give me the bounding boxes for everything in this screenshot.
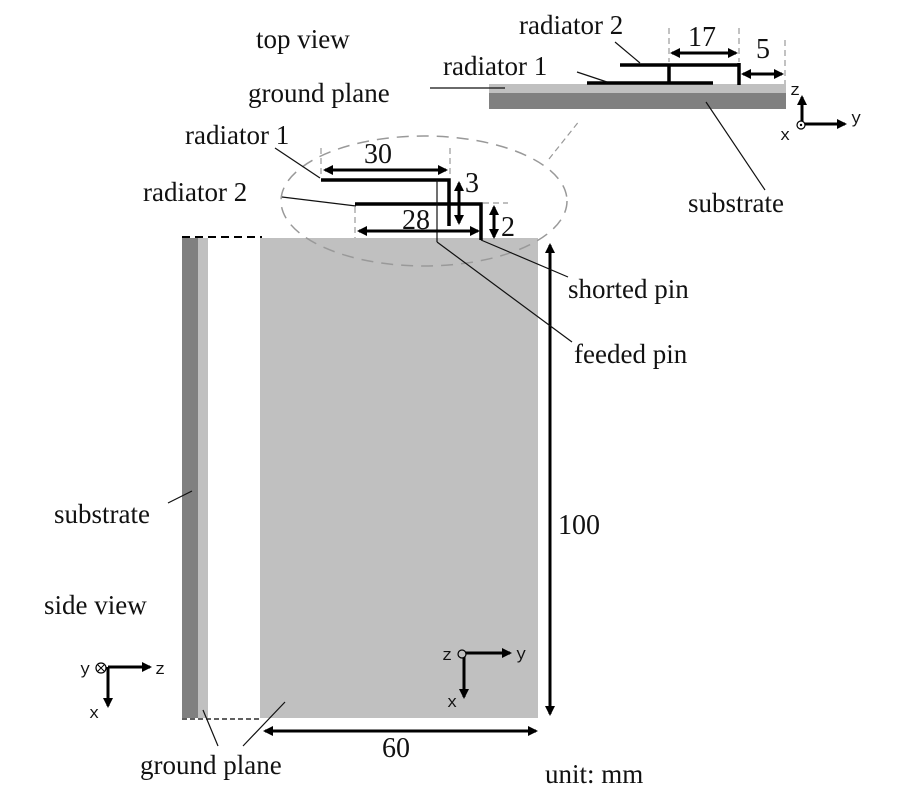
elevation-radiator-1-label: radiator 1	[443, 51, 547, 81]
board-ground-plane	[260, 238, 538, 718]
leader-line	[705, 101, 766, 191]
x-out-of-page-dot	[799, 123, 803, 127]
side-axes: y z x	[80, 661, 165, 724]
elevation-radiator-2-label: radiator 2	[519, 10, 623, 40]
feeded-pin-label: feeded pin	[574, 339, 688, 369]
leader-line	[576, 71, 608, 83]
board-axis-z: z	[442, 647, 452, 666]
leader-line	[281, 196, 357, 207]
dim-5-label: 5	[756, 34, 770, 65]
detail-radiator-1-label: radiator 1	[185, 120, 289, 150]
side-axis-x: x	[89, 705, 99, 724]
detail-radiator-1	[321, 178, 451, 226]
side-axis-y: y	[80, 661, 90, 680]
elevation-view: 17 5 radiator 2 radiator 1 ground plane …	[248, 10, 861, 218]
elevation-axes: z y x	[780, 82, 861, 146]
elevation-ground-plane	[489, 84, 786, 93]
board-view: 100 60 z y x	[260, 238, 600, 764]
detail-view: 30 28 3 2 radiator 1 radiator 2 shorted …	[143, 120, 689, 369]
board-axis-y: y	[516, 646, 526, 665]
side-ground-plane	[198, 238, 208, 718]
detail-zoom-ellipse	[280, 135, 568, 267]
board-axis-x: x	[447, 694, 457, 713]
zoom-connector	[548, 119, 581, 160]
detail-radiator-2	[355, 202, 483, 240]
elevation-axis-x: x	[780, 127, 790, 146]
dim-30-label: 30	[364, 139, 392, 170]
side-axis-z: z	[155, 661, 165, 680]
leader-line	[274, 147, 321, 179]
side-view-label: side view	[44, 590, 147, 620]
shorted-pin-label: shorted pin	[568, 274, 689, 304]
dim-28-label: 28	[402, 205, 430, 236]
leader-line	[436, 241, 573, 343]
elevation-axis-y: y	[851, 110, 861, 129]
side-ground-plane-label: ground plane	[140, 750, 282, 780]
dim-2-label: 2	[501, 212, 515, 243]
leader-line	[242, 701, 286, 747]
elevation-ground-plane-label: ground plane	[248, 78, 390, 108]
dim-3-label: 3	[465, 168, 479, 199]
board-axes: z y x	[442, 646, 526, 713]
side-substrate	[182, 238, 198, 718]
leader-line	[614, 41, 641, 64]
dim-17-label: 17	[688, 22, 716, 53]
side-substrate-label: substrate	[54, 499, 150, 529]
detail-radiator-2-label: radiator 2	[143, 177, 247, 207]
leader-line	[167, 490, 193, 504]
leader-line	[480, 239, 569, 278]
elevation-substrate-label: substrate	[688, 188, 784, 218]
z-out-of-page-icon	[457, 649, 467, 659]
side-strip-view: substrate side view ground plane y z x	[44, 236, 286, 780]
elevation-axis-z: z	[790, 82, 800, 101]
elevation-substrate	[489, 93, 786, 109]
leader-line	[202, 709, 219, 747]
dim-60-label: 60	[382, 733, 410, 764]
dim-100-label: 100	[558, 510, 600, 541]
y-into-page-cross	[97, 664, 105, 672]
unit-label: unit: mm	[545, 759, 643, 789]
top-view-label: top view	[256, 24, 350, 54]
